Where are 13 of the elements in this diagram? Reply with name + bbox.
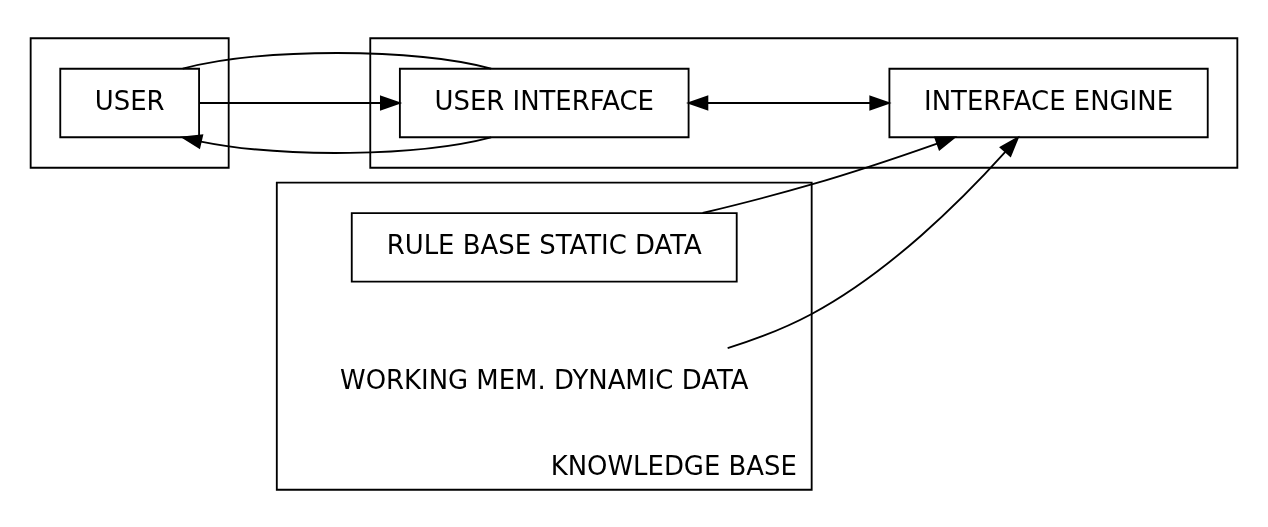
cluster	[29, 36, 230, 169]
arrow	[701, 135, 958, 214]
node-text: WORKING MEM. DYNAMIC DATA	[340, 364, 749, 395]
node-box: RULE BASE STATIC DATA	[350, 211, 738, 282]
arrow	[726, 135, 1020, 349]
arrow	[686, 94, 892, 111]
arrow	[180, 133, 493, 154]
node-box: USER INTERFACE	[398, 67, 690, 138]
arrow	[198, 94, 403, 111]
node-box: INTERFACE ENGINE	[888, 67, 1209, 138]
node-box: USER	[59, 67, 200, 138]
connector	[181, 51, 493, 70]
cluster	[369, 36, 1239, 169]
